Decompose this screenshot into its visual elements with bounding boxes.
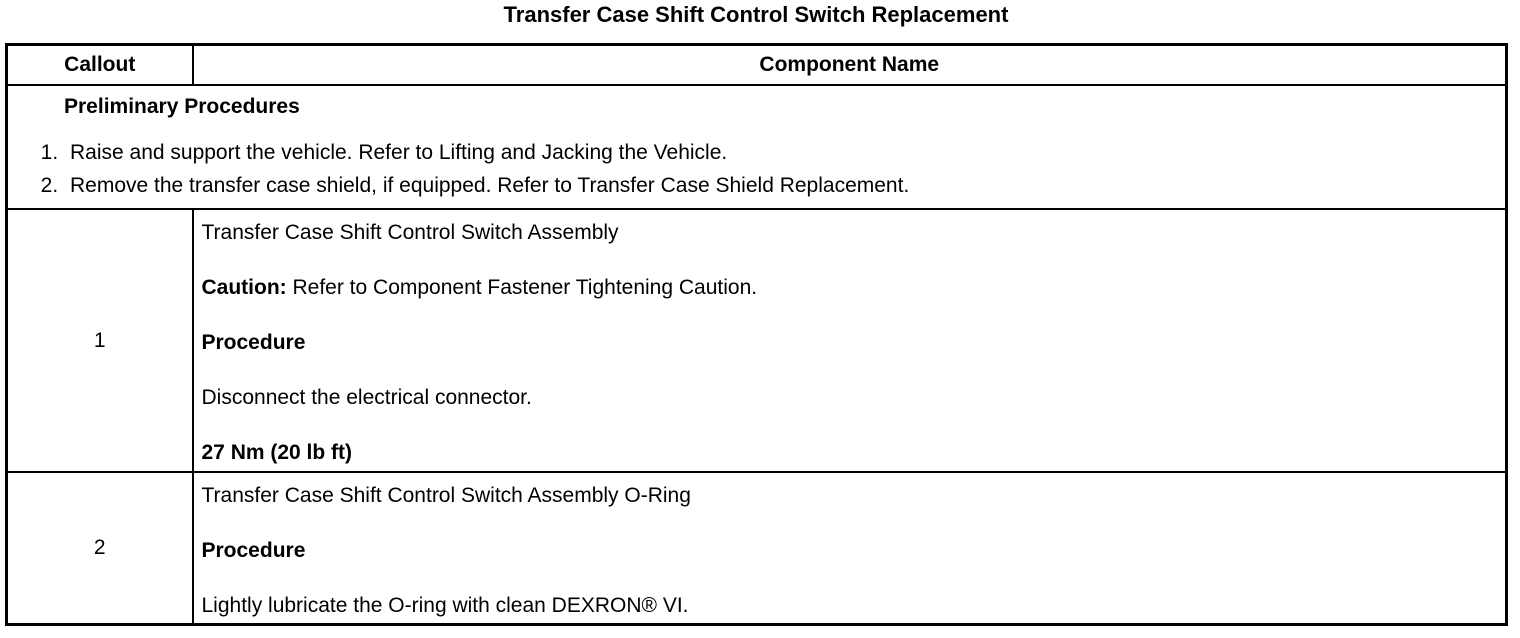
preliminary-procedures-cell: Preliminary Procedures Raise and support… <box>5 84 1508 210</box>
table-header-row: Callout Component Name <box>5 43 1508 86</box>
component-cell: Transfer Case Shift Control Switch Assem… <box>191 471 1508 626</box>
caution-text: Refer to Component Fastener Tightening C… <box>286 276 758 299</box>
document-title: Transfer Case Shift Control Switch Repla… <box>503 2 1009 27</box>
preliminary-step-1: Raise and support the vehicle. Refer to … <box>64 136 1493 169</box>
table-row: 2 Transfer Case Shift Control Switch Ass… <box>5 471 1508 626</box>
preliminary-row: Preliminary Procedures Raise and support… <box>5 84 1508 210</box>
preliminary-step-2: Remove the transfer case shield, if equi… <box>64 169 1493 202</box>
procedure-text: Disconnect the electrical connector. <box>201 386 532 409</box>
callout-number: 1 <box>5 208 194 473</box>
torque-spec: 27 Nm (20 lb ft) <box>201 441 353 464</box>
procedure-text: Lightly lubricate the O-ring with clean … <box>201 594 689 617</box>
procedure-heading: Procedure <box>201 539 306 562</box>
preliminary-steps-list: Raise and support the vehicle. Refer to … <box>20 136 1493 202</box>
callout-column-header: Callout <box>5 43 194 86</box>
table-row: 1 Transfer Case Shift Control Switch Ass… <box>5 208 1508 473</box>
procedure-heading: Procedure <box>201 331 306 354</box>
callout-number: 2 <box>5 471 194 626</box>
component-name: Transfer Case Shift Control Switch Assem… <box>201 221 619 244</box>
component-name-column-header: Component Name <box>191 43 1508 86</box>
procedure-table: Callout Component Name Preliminary Proce… <box>5 43 1508 626</box>
component-name: Transfer Case Shift Control Switch Assem… <box>201 484 691 507</box>
preliminary-procedures-title: Preliminary Procedures <box>64 95 300 118</box>
component-cell: Transfer Case Shift Control Switch Assem… <box>191 208 1508 473</box>
caution-note: Caution: Refer to Component Fastener Tig… <box>202 275 1498 301</box>
caution-label: Caution: <box>201 276 287 299</box>
